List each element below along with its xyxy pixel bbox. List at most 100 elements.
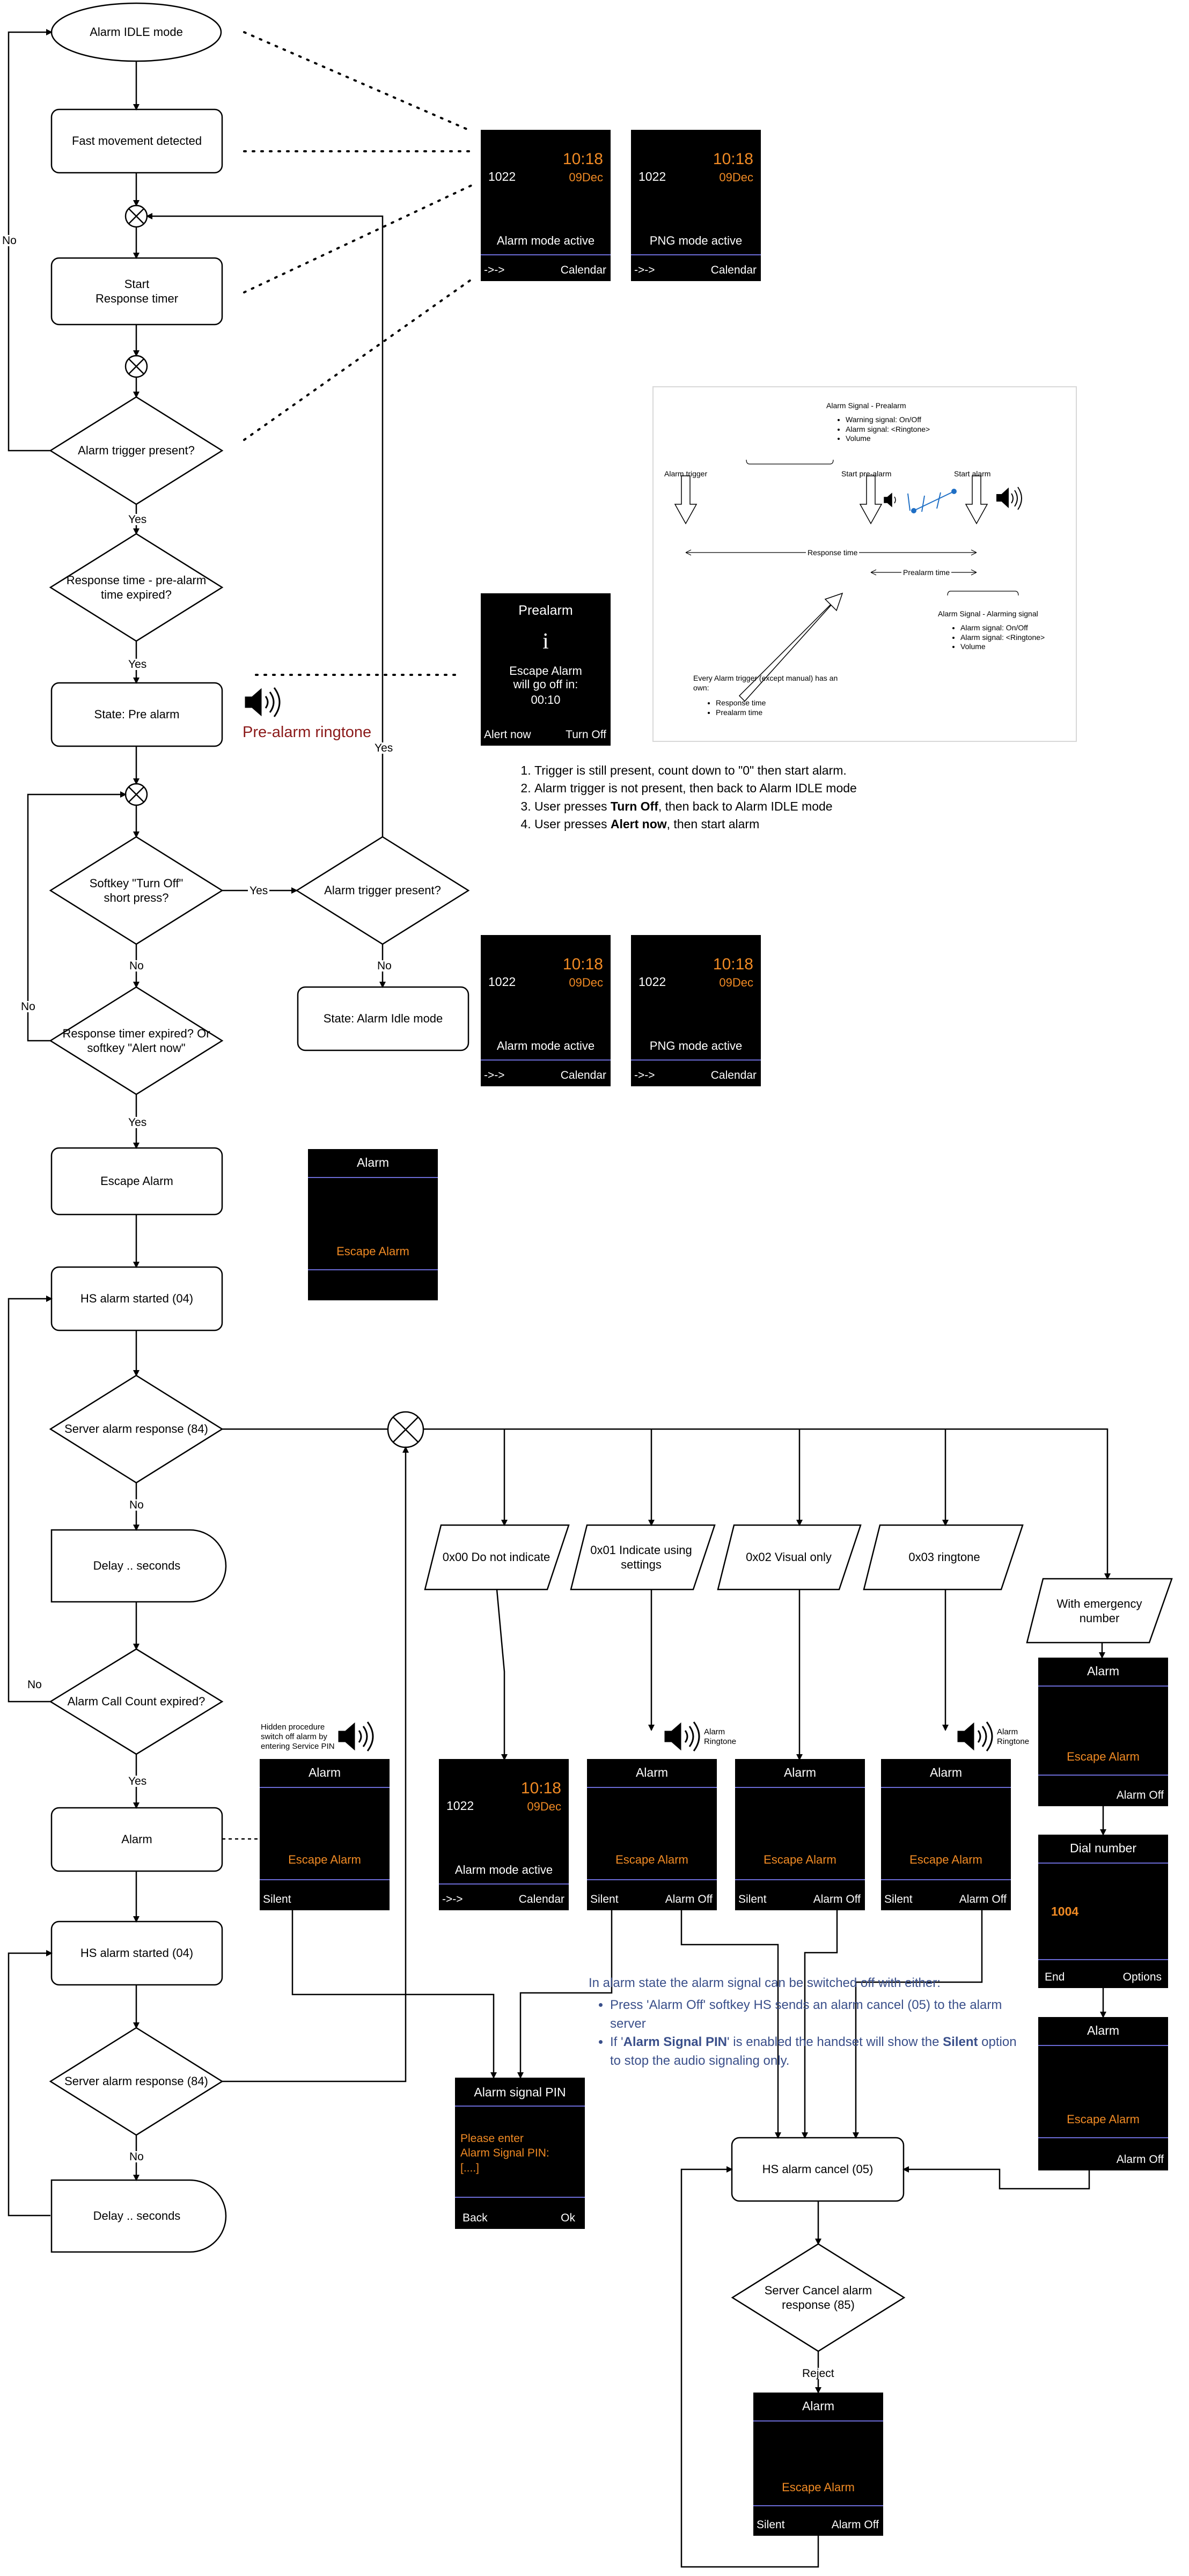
date-text: 09Dec	[569, 171, 603, 184]
ext-text: 1022	[488, 975, 516, 989]
opt-00-shape	[424, 1524, 570, 1591]
time-text: 10:18	[562, 150, 603, 168]
back-softkey[interactable]: Back	[463, 2212, 488, 2224]
png-mode-screen-2: 10:18 09Dec 1022 PNG mode active ->-> Ca…	[631, 935, 761, 1086]
pin-prompt[interactable]: Please enter Alarm Signal PIN: [....]	[460, 2132, 549, 2174]
alarm-text: Alarm	[121, 1832, 152, 1846]
alarm-text: Escape Alarm	[288, 1853, 361, 1866]
date-text: 09Dec	[719, 171, 753, 184]
ext-text: 1022	[638, 170, 666, 183]
softkey-left[interactable]: ->->	[484, 264, 505, 276]
silent-softkey[interactable]: Silent	[884, 1893, 913, 1905]
screen-title: Alarm	[1087, 2023, 1120, 2037]
time-text: 10:18	[713, 150, 753, 168]
screen-title: Alarm	[802, 2399, 835, 2413]
every-trigger-label: Every Alarm trigger (except manual) has …	[693, 674, 838, 692]
edge-label-yes: Yes	[373, 742, 395, 754]
call-count-text: Alarm Call Count expired?	[67, 1695, 205, 1709]
alarm-signal-pin-screen: Alarm signal PIN Please enter Alarm Sign…	[455, 2078, 585, 2229]
softkey-left[interactable]: ->->	[442, 1893, 463, 1905]
softkey-right[interactable]: Calendar	[560, 1069, 606, 1081]
alarm-text: Escape Alarm	[1067, 1750, 1140, 1763]
alarm-off-softkey[interactable]: Alarm Off	[831, 2519, 879, 2531]
silent-softkey[interactable]: Silent	[263, 1893, 291, 1905]
end-softkey[interactable]: End	[1045, 1971, 1065, 1983]
alarm-timeline-inset: Alarm Signal - Prealarm Warning signal: …	[652, 386, 1077, 742]
hs-started-2-text: HS alarm started (04)	[80, 1946, 194, 1960]
alarm-off-softkey[interactable]: Alarm Off	[1116, 2153, 1164, 2166]
time-text: 10:18	[713, 955, 753, 973]
response-time-label: Response time	[806, 548, 860, 558]
alarm-screen-02: Alarm Escape Alarm Silent Alarm Off	[735, 1759, 865, 1910]
note-bullet: Press 'Alarm Off' softkey HS sends an al…	[610, 1996, 1018, 2034]
alarm-off-softkey[interactable]: Alarm Off	[665, 1893, 713, 1905]
edge-label-no: No	[1, 235, 18, 246]
softkey-right[interactable]: Calendar	[710, 1069, 757, 1081]
alarm-silent-screen: Alarm Escape Alarm Silent	[260, 1759, 390, 1910]
delay-2-text: Delay .. seconds	[93, 2209, 181, 2223]
emergency-alarm-screen-2: Alarm Escape Alarm Alarm Off	[1038, 2017, 1168, 2170]
silent-softkey[interactable]: Silent	[738, 1893, 767, 1905]
hs-cancel-text: HS alarm cancel (05)	[762, 2162, 874, 2176]
alarm-off-softkey[interactable]: Alarm Off	[959, 1893, 1007, 1905]
opt-01-shape	[570, 1524, 716, 1591]
alarm-text: Escape Alarm	[782, 2481, 855, 2494]
delay-1-text: Delay .. seconds	[93, 1559, 181, 1573]
edge-label-yes: Yes	[127, 514, 149, 525]
prealarm-notes: Trigger is still present, count down to …	[520, 762, 907, 833]
escape-alarm-screen: Alarm Escape Alarm	[308, 1149, 438, 1300]
options-softkey[interactable]: Options	[1122, 1971, 1162, 1983]
escape-alarm-text: Escape Alarm	[100, 1174, 173, 1188]
speaker-icon-01	[664, 1721, 700, 1751]
softkey-left[interactable]: ->->	[634, 1069, 655, 1081]
edge-label-no: No	[26, 1679, 43, 1690]
turn-off-softkey[interactable]: Turn Off	[566, 728, 606, 741]
delay-shape-1	[50, 1529, 227, 1603]
timer-expired-text: Response timer expired? Or softkey "Aler…	[62, 1026, 210, 1055]
softkey-right[interactable]: Calendar	[518, 1893, 564, 1905]
alarm-text: Escape Alarm	[615, 1853, 688, 1866]
alarm-text: Escape Alarm	[909, 1853, 982, 1866]
start-alarm-arrow	[965, 475, 988, 525]
ext-text: 1022	[446, 1799, 474, 1813]
mode-text: Alarm mode active	[454, 1863, 553, 1876]
softkey-right[interactable]: Calendar	[560, 264, 606, 276]
ok-softkey[interactable]: Ok	[561, 2212, 575, 2224]
silent-softkey[interactable]: Silent	[590, 1893, 619, 1905]
note-item: Trigger is still present, count down to …	[534, 762, 907, 779]
silent-softkey[interactable]: Silent	[757, 2519, 785, 2531]
softkey-left[interactable]: ->->	[634, 264, 655, 276]
softkey-right[interactable]: Calendar	[710, 264, 757, 276]
alarm-trigger-label: Alarm trigger	[664, 469, 708, 478]
prealarm-signal-label: Alarm Signal - Prealarm	[826, 401, 906, 410]
note-bullet: If 'Alarm Signal PIN' is enabled the han…	[610, 2033, 1018, 2071]
softkey-left[interactable]: ->->	[484, 1069, 505, 1081]
volume-ramp	[907, 489, 957, 513]
date-text: 09Dec	[527, 1800, 561, 1813]
opt-emergency-shape	[1026, 1578, 1173, 1644]
alert-now-softkey[interactable]: Alert now	[484, 728, 531, 741]
alarm-text: Escape Alarm	[1067, 2113, 1140, 2126]
ext-text: 1022	[638, 975, 666, 989]
inset-speaker-large-icon	[996, 487, 1022, 510]
edge-label-no: No	[128, 960, 145, 971]
alarm-text: Escape Alarm	[336, 1245, 409, 1258]
start-pre-alarm-label: Start pre-alarm	[841, 469, 892, 478]
trigger-text: Alarm trigger present?	[78, 444, 195, 458]
opt-02-shape	[717, 1524, 862, 1591]
speaker-icon-03	[957, 1721, 993, 1751]
alarm-switch-off-note: In alarm state the alarm signal can be s…	[589, 1974, 1018, 2071]
opt-03-text: 0x03 ringtone	[908, 1550, 980, 1564]
alarm-off-softkey[interactable]: Alarm Off	[1116, 1789, 1164, 1801]
opt-emergency-text: With emergency number	[1056, 1596, 1142, 1625]
edge-label-no: No	[128, 2151, 145, 2162]
edge-label-yes: Yes	[127, 1776, 149, 1787]
inset-speaker-small-icon	[884, 492, 896, 507]
alarming-signal-label: Alarm Signal - Alarming signal	[938, 609, 1038, 618]
alarm-off-softkey[interactable]: Alarm Off	[813, 1893, 861, 1905]
dial-value: 1004	[1051, 1904, 1079, 1918]
